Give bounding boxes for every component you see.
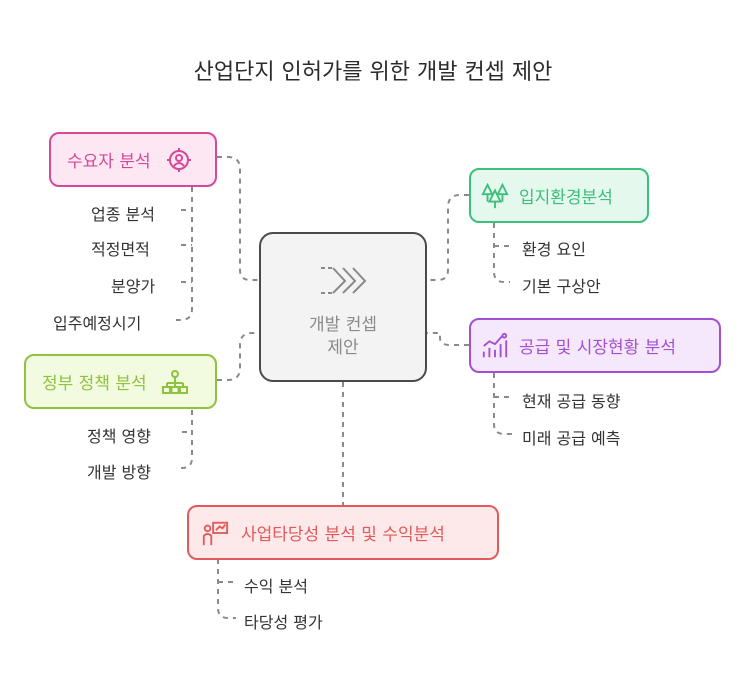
demand-item-1: 업종 분석 bbox=[91, 205, 155, 224]
node-feasibility-label: 사업타당성 분석 및 수익분석 bbox=[241, 525, 445, 545]
center-label-line1: 개발 컨셉 bbox=[309, 315, 377, 335]
chevrons-icon bbox=[321, 267, 367, 294]
feasibility-item-2: 타당성 평가 bbox=[244, 613, 323, 632]
demand-item-3: 분양가 bbox=[111, 277, 156, 296]
center-label-line2: 제안 bbox=[327, 338, 359, 358]
growth-chart-icon bbox=[481, 332, 509, 360]
demand-item-4: 입주예정시기 bbox=[53, 314, 142, 333]
node-feasibility-analysis[interactable]: 사업타당성 분석 및 수익분석 bbox=[187, 505, 499, 560]
presentation-icon bbox=[201, 519, 229, 547]
trees-icon bbox=[481, 182, 509, 210]
node-gov-label: 정부 정책 분석 bbox=[42, 374, 147, 394]
node-location-analysis[interactable]: 입지환경분석 bbox=[469, 168, 649, 223]
location-item-2: 기본 구상안 bbox=[522, 277, 601, 296]
node-location-label: 입지환경분석 bbox=[519, 188, 613, 208]
target-user-icon bbox=[165, 146, 193, 174]
node-supply-label: 공급 및 시장현황 분석 bbox=[519, 338, 676, 358]
gov-item-2: 개발 방향 bbox=[87, 463, 151, 482]
location-item-1: 환경 요인 bbox=[522, 240, 586, 259]
node-demand-label: 수요자 분석 bbox=[67, 152, 151, 172]
demand-item-2: 적정면적 bbox=[91, 240, 150, 259]
node-demand-analysis[interactable]: 수요자 분석 bbox=[49, 132, 217, 187]
node-gov-policy-analysis[interactable]: 정부 정책 분석 bbox=[24, 354, 217, 409]
supply-item-2: 미래 공급 예측 bbox=[522, 429, 621, 448]
hierarchy-icon bbox=[161, 368, 189, 396]
feasibility-item-1: 수익 분석 bbox=[244, 577, 308, 596]
node-supply-market-analysis[interactable]: 공급 및 시장현황 분석 bbox=[469, 318, 721, 373]
center-concept-box: 개발 컨셉 제안 bbox=[259, 232, 427, 382]
page-title: 산업단지 인허가를 위한 개발 컨셉 제안 bbox=[193, 60, 553, 85]
gov-item-1: 정책 영향 bbox=[87, 427, 151, 446]
supply-item-1: 현재 공급 동향 bbox=[522, 392, 621, 411]
